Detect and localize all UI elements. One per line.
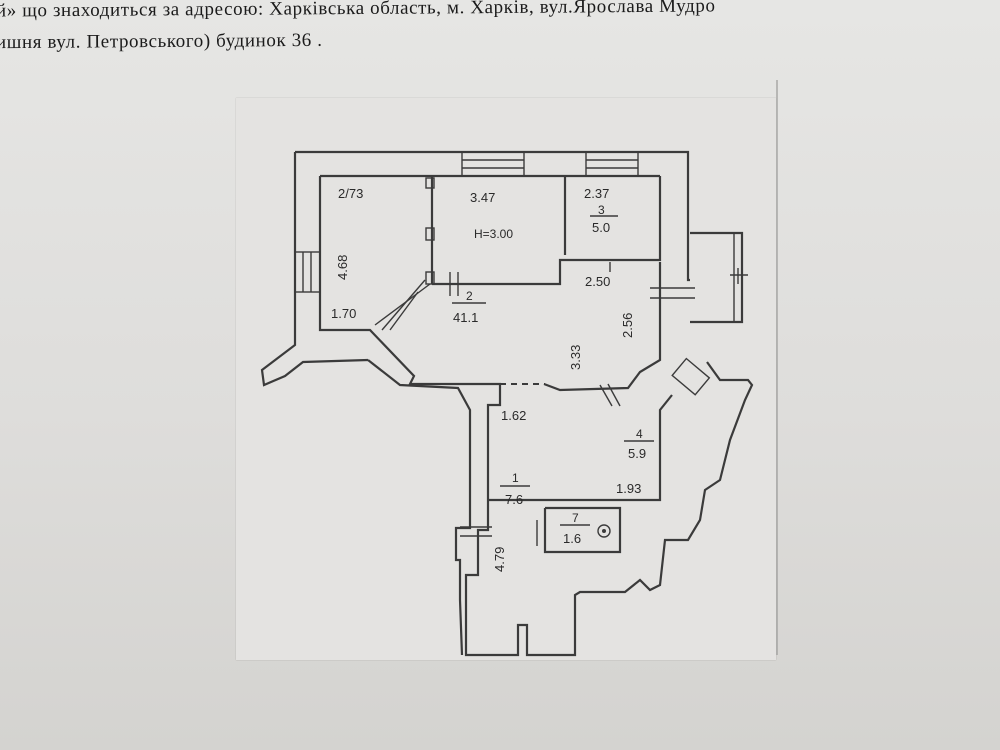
floor-plan-sheet xyxy=(236,98,776,660)
label-2-56: 2.56 xyxy=(620,313,635,338)
label-1-93: 1.93 xyxy=(616,481,641,496)
label-2-37: 2.37 xyxy=(584,186,609,201)
label-2-50: 2.50 xyxy=(585,274,610,289)
inner-wall-right xyxy=(432,176,662,286)
label-room7-area: 1.6 xyxy=(563,531,581,546)
outer-wall-left xyxy=(260,152,369,387)
label-room3-area: 5.0 xyxy=(592,220,610,235)
label-2-73: 2/73 xyxy=(338,186,363,201)
label-3-47: 3.47 xyxy=(470,190,495,205)
label-room4-number: 4 xyxy=(636,427,643,441)
label-room1-area: 7.6 xyxy=(505,492,523,507)
label-room2-area: 41.1 xyxy=(453,310,478,325)
window-top-1 xyxy=(461,151,525,177)
wall-room1-right xyxy=(488,394,673,502)
doors xyxy=(374,177,748,546)
window-top-2 xyxy=(585,151,639,177)
windows xyxy=(294,151,711,396)
walls xyxy=(260,150,754,657)
room-labels: 2/73 4.68 1.70 3.47 H=3.00 2.37 3 5.0 2.… xyxy=(331,186,654,572)
balcony xyxy=(690,231,744,324)
label-4-68: 4.68 xyxy=(335,255,350,280)
label-room3-number: 3 xyxy=(598,203,605,217)
label-3-33: 3.33 xyxy=(568,345,583,370)
label-room2-number: 2 xyxy=(466,289,473,303)
label-room7-number: 7 xyxy=(572,511,579,525)
fixture-circle xyxy=(597,524,611,538)
wall-room2-right xyxy=(543,262,662,392)
label-ceiling-height: H=3.00 xyxy=(474,227,513,241)
wall-room7 xyxy=(543,506,622,554)
label-1-70: 1.70 xyxy=(331,306,356,321)
label-room4-area: 5.9 xyxy=(628,446,646,461)
outer-wall-left-lower xyxy=(367,359,472,656)
window-left xyxy=(294,251,321,293)
inner-wall-left xyxy=(318,176,754,657)
sheet-edge xyxy=(776,80,778,655)
label-4-79: 4.79 xyxy=(492,547,507,572)
label-1-62: 1.62 xyxy=(501,408,526,423)
window-right xyxy=(671,357,711,396)
label-room1-number: 1 xyxy=(512,471,519,485)
